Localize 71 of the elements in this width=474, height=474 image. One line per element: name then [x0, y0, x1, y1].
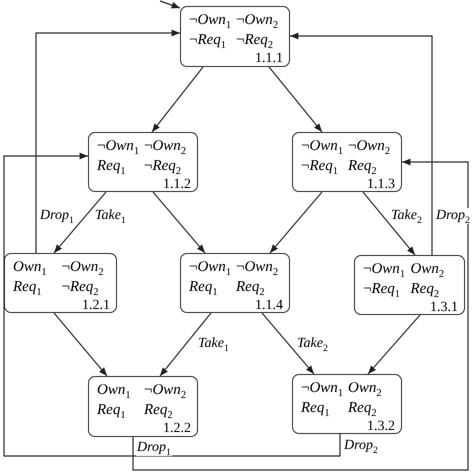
state-box: [180, 6, 290, 67]
state-literal: ¬Req$_{2}$: [144, 157, 182, 175]
state-literal: Req$_{1}$: [97, 157, 126, 175]
state-literal: Req$_{1}$: [189, 278, 218, 296]
state-literal: Req$_{2}$: [144, 401, 173, 419]
state-number: 1.1.2: [163, 177, 191, 192]
state-number: 1.2.1: [82, 298, 110, 313]
state-number: 1.1.3: [367, 177, 395, 192]
state-literal: ¬Req$_{2}$: [62, 278, 99, 296]
state-literal: Req$_{1}$: [13, 278, 42, 296]
edge-label: Take$_{1}$: [197, 336, 230, 352]
state-number: 1.3.2: [367, 419, 395, 434]
state-literal: ¬Own$_{1}$: [189, 258, 232, 276]
edge-label: Drop$_{1}$: [136, 440, 172, 456]
state-box: [292, 374, 402, 434]
arrow: [368, 314, 420, 374]
state-literal: ¬Req$_{1}$: [301, 157, 338, 175]
arrow: [152, 66, 204, 132]
state-box: [354, 255, 465, 315]
state-literal: ¬Own$_{2}$: [144, 137, 186, 155]
edge-label: Take$_{2}$: [296, 336, 329, 352]
arrow: [54, 192, 106, 254]
edge-label: Drop$_{2}$: [343, 438, 379, 454]
state-box: [292, 132, 402, 192]
arrow: [160, 312, 212, 376]
state-literal: Req$_{1}$: [301, 399, 330, 417]
edge-label: Take$_{1}$: [94, 208, 127, 224]
state-number: 1.2.2: [163, 421, 191, 436]
arrow: [290, 32, 433, 255]
state-number: 1.1.4: [255, 298, 283, 313]
arrow: [132, 158, 469, 471]
arrow: [262, 312, 314, 374]
state-literal: Own$_{1}$: [97, 381, 131, 399]
arrow: [270, 192, 322, 254]
state-box: [88, 376, 198, 437]
state-literal: ¬Own$_{1}$: [189, 11, 232, 29]
state-literal: Req$_{2}$: [348, 399, 377, 417]
state-literal: ¬Own$_{1}$: [301, 137, 344, 155]
state-literal: ¬Own$_{2}$: [62, 258, 104, 276]
state-number: 1.1.1: [255, 51, 283, 66]
edge-label: Drop$_{2}$: [435, 208, 471, 224]
state-literal: Own$_{2}$: [348, 379, 382, 397]
state-literal: ¬Own$_{2}$: [236, 258, 278, 276]
state-literal: ¬Own$_{2}$: [348, 137, 390, 155]
arrow: [152, 192, 206, 254]
arrow: [362, 192, 416, 256]
arrow: [268, 66, 322, 132]
state-literal: ¬Own$_{1}$: [97, 137, 140, 155]
state-literal: Req$_{2}$: [410, 280, 440, 298]
arrow: [160, 0, 180, 9]
state-literal: ¬Own$_{1}$: [301, 379, 344, 397]
state-literal: ¬Req$_{2}$: [236, 31, 274, 49]
state-literal: ¬Own$_{2}$: [144, 381, 186, 399]
state-literal: Own$_{1}$: [13, 258, 47, 276]
arrow: [3, 152, 341, 457]
state-literal: ¬Own$_{1}$: [363, 260, 406, 278]
edge-label: Drop$_{1}$: [39, 208, 75, 224]
state-box: [4, 253, 117, 313]
state-literal: ¬Req$_{1}$: [363, 280, 400, 298]
state-literal: Req$_{2}$: [236, 278, 265, 296]
state-literal: ¬Req$_{1}$: [189, 31, 226, 49]
state-box: [180, 253, 290, 313]
state-literal: ¬Own$_{2}$: [236, 11, 278, 29]
state-box: [88, 132, 198, 192]
state-number: 1.3.1: [430, 300, 458, 315]
arrow: [54, 312, 108, 376]
state-literal: Own$_{2}$: [410, 260, 444, 278]
state-literal: Req$_{2}$: [348, 157, 377, 175]
state-literal: Req$_{1}$: [97, 401, 126, 419]
edge-label: Take$_{2}$: [390, 208, 423, 224]
arrow: [35, 30, 180, 253]
